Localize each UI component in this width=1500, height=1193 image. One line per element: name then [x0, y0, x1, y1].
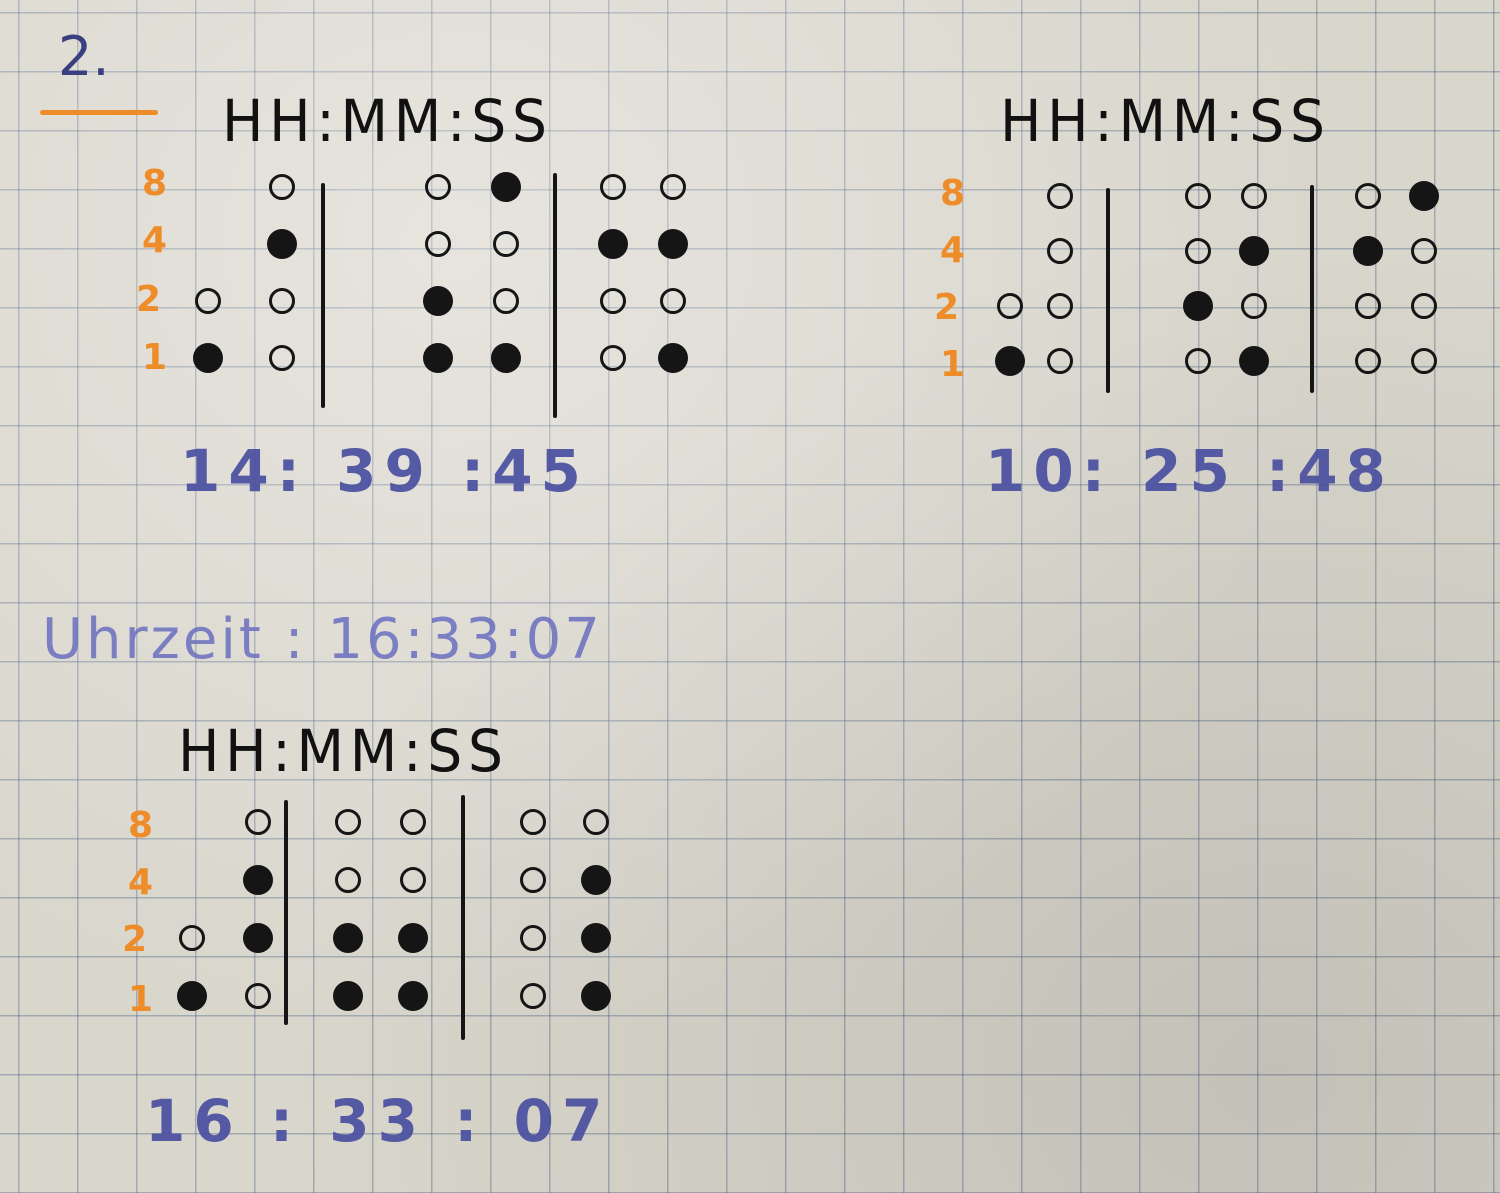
filled-dot — [658, 343, 688, 373]
empty-dot — [269, 345, 295, 371]
empty-dot — [335, 809, 361, 835]
filled-dot — [581, 923, 611, 953]
filled-dot — [423, 343, 453, 373]
weight-label-4: 4 — [940, 230, 966, 271]
weight-label-4: 4 — [128, 862, 154, 903]
empty-dot — [179, 925, 205, 951]
weight-label-8: 8 — [128, 805, 154, 846]
empty-dot — [660, 288, 686, 314]
empty-dot — [520, 809, 546, 835]
filled-dot — [995, 346, 1025, 376]
column-separator — [1310, 185, 1314, 393]
empty-dot — [600, 174, 626, 200]
weight-label-8: 8 — [940, 173, 966, 214]
empty-dot — [245, 983, 271, 1009]
empty-dot — [195, 288, 221, 314]
filled-dot — [658, 229, 688, 259]
filled-dot — [1183, 291, 1213, 321]
weight-label-2: 2 — [122, 919, 148, 960]
empty-dot — [997, 293, 1023, 319]
empty-dot — [1047, 293, 1073, 319]
empty-dot — [600, 345, 626, 371]
empty-dot — [493, 231, 519, 257]
empty-dot — [1411, 348, 1437, 374]
task-number: 2. — [58, 25, 110, 88]
column-separator — [1106, 188, 1110, 393]
weight-label-2: 2 — [136, 279, 162, 320]
empty-dot — [269, 288, 295, 314]
empty-dot — [1185, 183, 1211, 209]
clock-heading: HH:MM:SS — [178, 717, 509, 785]
empty-dot — [1241, 183, 1267, 209]
weight-label-2: 2 — [934, 287, 960, 328]
filled-dot — [398, 981, 428, 1011]
empty-dot — [520, 867, 546, 893]
empty-dot — [1355, 348, 1381, 374]
empty-dot — [1047, 348, 1073, 374]
filled-dot — [581, 981, 611, 1011]
filled-dot — [1239, 346, 1269, 376]
empty-dot — [1241, 293, 1267, 319]
filled-dot — [1239, 236, 1269, 266]
task-number-underline — [40, 110, 158, 115]
filled-dot — [177, 981, 207, 1011]
clock-heading: HH:MM:SS — [1000, 87, 1331, 155]
weight-label-1: 1 — [128, 979, 154, 1020]
empty-dot — [493, 288, 519, 314]
filled-dot — [243, 865, 273, 895]
empty-dot — [1047, 238, 1073, 264]
empty-dot — [245, 809, 271, 835]
filled-dot — [1409, 181, 1439, 211]
filled-dot — [491, 172, 521, 202]
weight-label-1: 1 — [940, 344, 966, 385]
filled-dot — [333, 923, 363, 953]
decoded-time: 14: 39 :45 — [180, 437, 589, 505]
column-separator — [284, 800, 288, 1025]
empty-dot — [1185, 238, 1211, 264]
decoded-time: 10: 25 :48 — [985, 437, 1394, 505]
empty-dot — [520, 983, 546, 1009]
empty-dot — [1355, 293, 1381, 319]
empty-dot — [1355, 183, 1381, 209]
empty-dot — [269, 174, 295, 200]
empty-dot — [520, 925, 546, 951]
time-note: Uhrzeit : 16:33:07 — [42, 607, 603, 672]
weight-label-4: 4 — [142, 220, 168, 261]
decoded-time: 16 : 33 : 07 — [145, 1087, 611, 1155]
empty-dot — [425, 231, 451, 257]
filled-dot — [193, 343, 223, 373]
column-separator — [553, 173, 557, 418]
empty-dot — [583, 809, 609, 835]
empty-dot — [400, 809, 426, 835]
empty-dot — [1411, 293, 1437, 319]
filled-dot — [243, 923, 273, 953]
filled-dot — [1353, 236, 1383, 266]
empty-dot — [400, 867, 426, 893]
empty-dot — [1185, 348, 1211, 374]
column-separator — [461, 795, 465, 1040]
weight-label-1: 1 — [142, 337, 168, 378]
clock-heading: HH:MM:SS — [222, 87, 553, 155]
weight-label-8: 8 — [142, 163, 168, 204]
filled-dot — [598, 229, 628, 259]
filled-dot — [423, 286, 453, 316]
filled-dot — [398, 923, 428, 953]
column-separator — [321, 183, 325, 408]
filled-dot — [581, 865, 611, 895]
empty-dot — [425, 174, 451, 200]
filled-dot — [333, 981, 363, 1011]
empty-dot — [1411, 238, 1437, 264]
filled-dot — [267, 229, 297, 259]
empty-dot — [600, 288, 626, 314]
empty-dot — [335, 867, 361, 893]
empty-dot — [1047, 183, 1073, 209]
filled-dot — [491, 343, 521, 373]
empty-dot — [660, 174, 686, 200]
